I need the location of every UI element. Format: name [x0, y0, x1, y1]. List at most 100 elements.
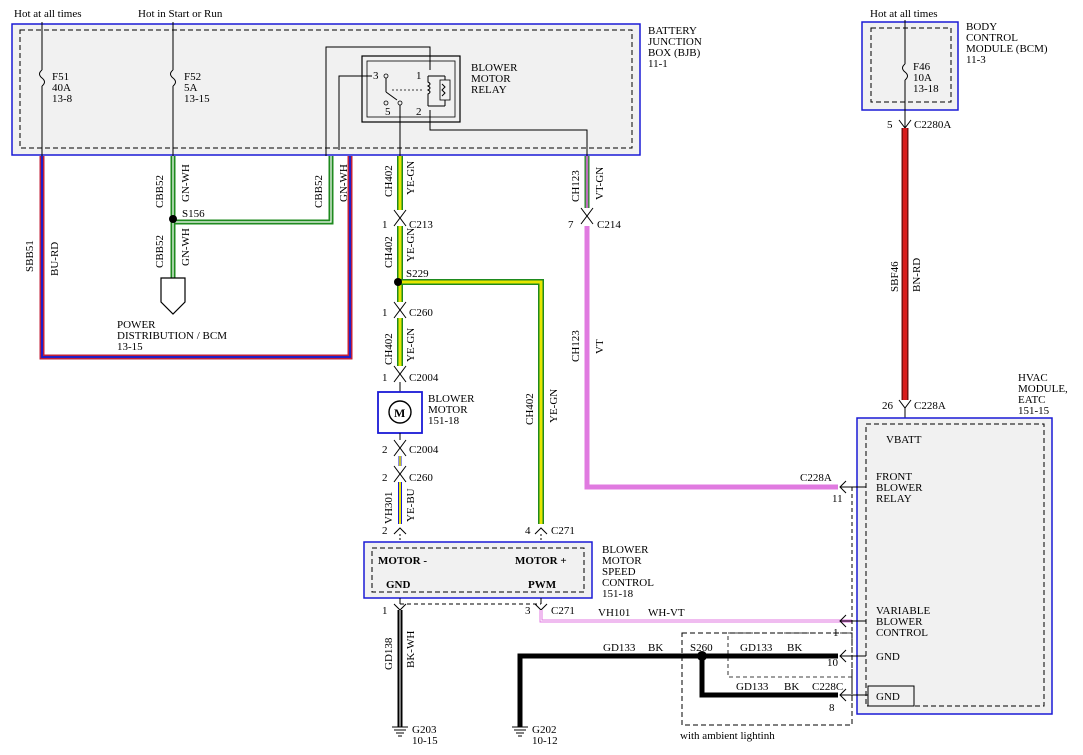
ground-g203: G203 10-15 — [392, 724, 438, 747]
wire-gd133a-circuit: GD133 — [603, 642, 636, 654]
connector-c2004-2-name: C2004 — [409, 444, 439, 456]
wire-ch123a-color: VT-GN — [594, 167, 606, 200]
connector-c214-name: C214 — [597, 219, 621, 231]
ground-g203-name: G203 — [412, 724, 437, 736]
hvac-gnd-1: GND — [876, 651, 900, 663]
hvac-label-line-1: HVAC — [1018, 372, 1048, 384]
splice-s229: S229 — [406, 268, 429, 280]
speed-ctrl-label-2: MOTOR — [602, 555, 642, 567]
bjb-label: BATTERY JUNCTION BOX (BJB) 11-1 — [648, 25, 702, 70]
splice-s260: S260 — [690, 642, 713, 654]
ambient-lighting-note: with ambient lightinh — [680, 730, 775, 742]
wire-cbb52a-color: GN-WH — [180, 164, 192, 202]
connector-c271-4: 4 C271 — [525, 525, 575, 537]
connector-c228c-pin: 8 — [829, 702, 835, 714]
hvac-variable-blower-2: BLOWER — [876, 616, 923, 628]
wire-gd138: GD138 BK-WH — [383, 610, 417, 727]
bjb-label-line-2: JUNCTION — [648, 36, 702, 48]
connector-c2280a-name: C2280A — [914, 119, 951, 131]
connector-c228a-26: 26 C228A — [882, 399, 946, 418]
relay-pin-2: 2 — [416, 106, 422, 118]
connector-c271-3-pin: 3 — [525, 605, 531, 617]
relay-label: BLOWER MOTOR RELAY — [471, 62, 518, 96]
connector-c228c-name: C228C — [812, 681, 843, 693]
bcm-label-line-4: 11-3 — [966, 54, 986, 66]
bcm-label-line-2: CONTROL — [966, 32, 1018, 44]
connector-c271-4-name: C271 — [551, 525, 575, 537]
blower-motor-speed-control: MOTOR - MOTOR + GND PWM — [363, 541, 593, 599]
wire-ch402c-circuit: CH402 — [383, 333, 395, 365]
relay-pin-3: 3 — [373, 70, 379, 82]
connector-c228c: C228C 8 — [812, 681, 868, 714]
connector-c228a-11: C228A 11 — [800, 472, 866, 505]
hvac-front-blower-3: RELAY — [876, 493, 912, 505]
wire-ch402b-color: YE-GN — [405, 228, 417, 262]
connector-c214-pin: 7 — [568, 219, 574, 231]
hvac-variable-blower-3: CONTROL — [876, 627, 928, 639]
connector-c271-2: 2 — [382, 525, 407, 537]
connector-c213-pin: 1 — [382, 219, 388, 231]
connector-c271-3-name: C271 — [551, 605, 575, 617]
wire-sbf46-color: BN-RD — [911, 258, 923, 292]
body-control-module — [861, 21, 959, 111]
wire-cbb52c-color: GN-WH — [180, 228, 192, 266]
fuse-f46-ref: 13-18 — [913, 83, 939, 95]
hvac-gnd-2: GND — [876, 691, 900, 703]
connector-c271-3: 3 C271 — [525, 598, 575, 617]
connector-c213-name: C213 — [409, 219, 433, 231]
wire-ch402: S229 CH402 YE-GN CH402 YE-GN CH402 YE-GN… — [383, 156, 560, 524]
fuse-f46-name: F46 — [913, 61, 931, 73]
fuse-f51-name: F51 — [52, 71, 69, 83]
fuse-f52-name: F52 — [184, 71, 201, 83]
connector-c228a-11-name: C228A — [800, 472, 832, 484]
speed-ctrl-label-3: SPEED — [602, 566, 636, 578]
wire-cbb52c-circuit: CBB52 — [154, 235, 166, 268]
fuse-f51-rating: 40A — [52, 82, 71, 94]
connector-c271-1-pin: 1 — [382, 605, 388, 617]
connector-c2280a: 5 C2280A — [887, 119, 951, 131]
ground-g202-name: G202 — [532, 724, 556, 736]
wire-ch402a-color: YE-GN — [405, 161, 417, 195]
wire-ch123: CH123 VT-GN CH123 VT — [570, 156, 838, 490]
ground-g202-ref: 10-12 — [532, 735, 558, 747]
motor-label-line-1: BLOWER — [428, 393, 475, 405]
wire-ch402d-color: YE-GN — [548, 389, 560, 423]
speed-ctrl-label-5: 151-18 — [602, 588, 634, 600]
relay-label-line-3: RELAY — [471, 84, 507, 96]
ambient-lighting-option: with ambient lightinh — [680, 632, 853, 742]
connector-c213: 1 C213 — [382, 209, 433, 231]
wire-gd133b-color: BK — [787, 642, 802, 654]
hvac-module: VBATT FRONT BLOWER RELAY VARIABLE BLOWER… — [856, 417, 1053, 715]
wire-ch402d-circuit: CH402 — [524, 393, 536, 425]
connector-hvac-pin-10: 10 — [827, 649, 866, 669]
connector-c271-4-pin: 4 — [525, 525, 531, 537]
wire-vh101-color: WH-VT — [648, 607, 685, 619]
wire-ch123b-color: VT — [594, 339, 606, 354]
wire-ch402c-color: YE-GN — [405, 328, 417, 362]
power-distribution-connector: POWER DISTRIBUTION / BCM 13-15 — [117, 277, 227, 353]
hvac-front-blower-1: FRONT — [876, 471, 912, 483]
relay-pin-5: 5 — [385, 106, 391, 118]
wire-sbf46: SBF46 BN-RD — [889, 128, 923, 400]
wire-vh101: VH101 WH-VT — [539, 607, 852, 623]
power-dist-line-2: DISTRIBUTION / BCM — [117, 330, 227, 342]
wire-cbb52: CBB52 GN-WH CBB52 GN-WH CBB52 GN-WH S156 — [154, 156, 350, 278]
wire-ch402a-circuit: CH402 — [383, 165, 395, 197]
ground-g202: G202 10-12 — [512, 724, 558, 747]
speed-ctrl-pwm: PWM — [528, 579, 557, 591]
blower-motor: M BLOWER MOTOR 151-18 — [377, 382, 475, 440]
wire-ch123a-circuit: CH123 — [570, 170, 582, 202]
hvac-label-line-3: EATC — [1018, 394, 1046, 406]
blower-motor-relay: 3 1 5 2 — [361, 55, 461, 123]
connector-c271-2-pin: 2 — [382, 525, 388, 537]
fuse-f52: F52 5A 13-15 — [170, 22, 210, 156]
relay-pin-1: 1 — [416, 70, 422, 82]
fuse-f52-ref: 13-15 — [184, 93, 210, 105]
bjb-label-line-3: BOX (BJB) — [648, 47, 701, 59]
fuse-f51: F51 40A 13-8 — [39, 22, 73, 156]
wire-cbb52a-circuit: CBB52 — [154, 175, 166, 208]
connector-c228a-26-pin: 26 — [882, 400, 894, 412]
connector-c2004-2-pin: 2 — [382, 444, 388, 456]
speed-ctrl-gnd: GND — [386, 579, 411, 591]
